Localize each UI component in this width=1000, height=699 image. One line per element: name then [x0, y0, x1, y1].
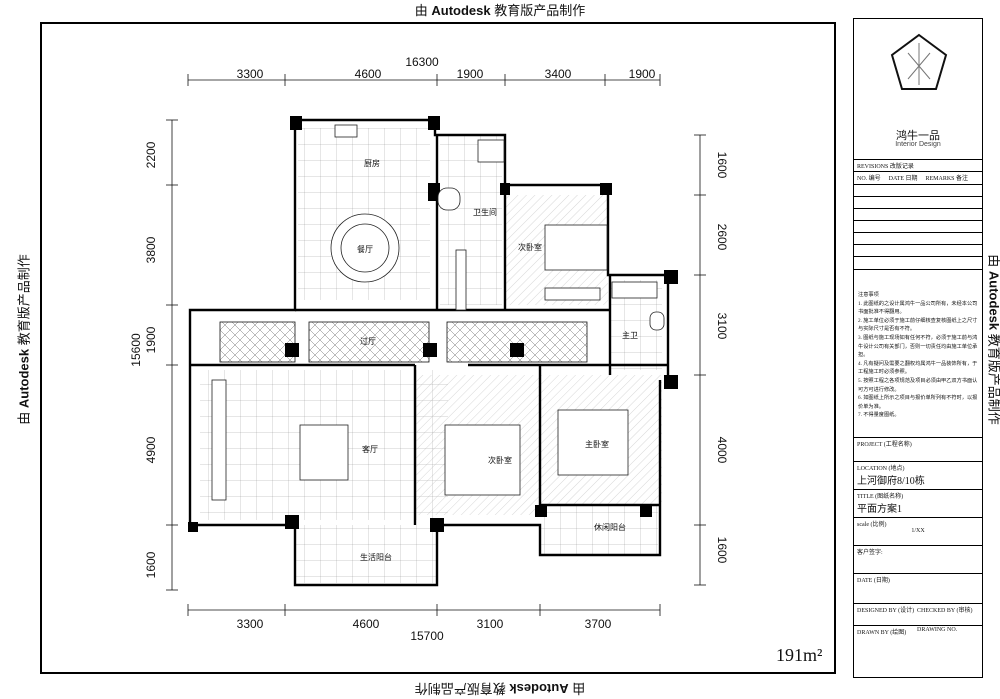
watermark-right: 由 Autodesk 教育版产品制作 — [986, 254, 1000, 425]
dim-left-3: 1900 — [144, 326, 158, 353]
rev-col-no: NO. 编号 — [857, 176, 881, 182]
title-label: TITLE (图纸名称) — [857, 494, 904, 500]
label-bath2: 主卫 — [622, 330, 638, 340]
dim-left-5: 1600 — [144, 551, 158, 578]
dim-top-1: 3300 — [237, 67, 264, 81]
label-kitchen: 厨房 — [364, 158, 380, 168]
location-row: LOCATION (地点) 上河御府8/10栋 — [854, 461, 982, 489]
rev-col-remarks: REMARKS 备注 — [925, 176, 969, 182]
pentagon-logo-icon — [890, 33, 948, 90]
sign-row-1: DESIGNED BY (设计) CHECKED BY (审核) — [854, 603, 982, 625]
drawn-by-label: DRAWN BY (绘图) — [857, 630, 907, 636]
note-5: 5. 按照工程之各项规范及项目必须由甲乙双方书面认可方可进行修改。 — [858, 377, 978, 393]
area-total: 191m² — [776, 645, 823, 665]
client-signature: 客户签字: — [854, 545, 982, 573]
revisions-header: REVISIONS 改版记录 — [854, 159, 982, 171]
checked-by-label: CHECKED BY (审核) — [917, 608, 973, 614]
label-hall: 过厅 — [360, 336, 376, 346]
note-2: 2. 施工单位必须于施工前仔细核查复核图纸上之尺寸与实际尺寸是否有不符。 — [858, 317, 978, 333]
rev-col-date: DATE 日期 — [888, 176, 918, 182]
label-balcony2: 休闲阳台 — [594, 522, 626, 532]
floor-plan: 16300 3300 4600 1900 3400 1900 3300 4600… — [130, 55, 730, 643]
label-bath1: 卫生间 — [473, 207, 497, 217]
note-7: 7. 不得量度图纸。 — [858, 412, 900, 419]
note-6: 6. 如图纸上所示之项目与报价单所列有不符时，以报价单为准。 — [858, 395, 978, 410]
watermark-bottom: 由 Autodesk 教育版产品制作 — [414, 681, 586, 696]
label-master: 主卧室 — [585, 439, 609, 449]
dim-bottom-1: 3300 — [237, 617, 264, 631]
dim-left-1: 2200 — [144, 141, 158, 168]
dim-right-2: 2600 — [715, 224, 729, 251]
dim-bottom-3: 3100 — [477, 617, 504, 631]
location-value: 上河御府8/10栋 — [857, 476, 925, 487]
dim-bottom-2: 4600 — [353, 617, 380, 631]
location-label: LOCATION (地点) — [857, 466, 905, 472]
label-bedroom3: 次卧室 — [488, 455, 512, 465]
scale-value: 1/XX — [911, 528, 925, 534]
dim-left-total: 15600 — [130, 333, 143, 367]
watermark-left: 由 Autodesk 教育版产品制作 — [16, 254, 32, 425]
label-balcony1: 生活阳台 — [360, 552, 392, 562]
project-label: PROJECT (工程名称) — [854, 437, 982, 461]
title-value: 平面方案1 — [857, 504, 902, 515]
dim-top-3: 1900 — [457, 67, 484, 81]
notes-title: 注意事项 — [858, 292, 879, 298]
dim-right-4: 4000 — [715, 437, 729, 464]
dim-top-2: 4600 — [355, 67, 382, 81]
date-label: DATE (日期) — [854, 573, 982, 603]
label-living: 客厅 — [362, 444, 378, 454]
dim-top-total: 16300 — [405, 55, 439, 69]
notes-block: 注意事项 1. 此图纸的之设计属鸿牛一品公司所有，未经本公司书面批准不得翻用。 … — [858, 291, 980, 420]
dim-bottom-4: 3700 — [585, 617, 612, 631]
note-4: 4. 凡有疑问及需要之翻权均属鸿牛一品装饰所有，于工程施工时必须参照。 — [858, 360, 978, 376]
label-dining: 餐厅 — [357, 245, 373, 254]
title-row: TITLE (图纸名称) 平面方案1 — [854, 489, 982, 517]
scale-label: scale (比例) — [857, 522, 887, 528]
dim-bottom-total: 15700 — [410, 629, 444, 643]
label-bedroom2: 次卧室 — [518, 242, 542, 252]
sign-row-2: DRAWN BY (绘图) DRAWING NO. — [854, 625, 982, 649]
dim-right-total: 14100 — [728, 323, 730, 357]
note-3: 3. 图纸与施工现场如有任何不符，必须于施工前与鸿牛设计公司有关部门，否则一切责… — [858, 334, 978, 359]
scale-row: scale (比例) 1/XX — [854, 517, 982, 545]
dim-top-4: 3400 — [545, 67, 572, 81]
revisions-columns: NO. 编号 DATE 日期 REMARKS 备注 — [854, 171, 982, 183]
dim-left-4: 4900 — [144, 436, 158, 463]
dim-right-3: 3100 — [715, 313, 729, 340]
company-name: 鸿牛一品 — [896, 130, 940, 142]
dim-right-5: 1600 — [715, 537, 729, 564]
drawing-no-label: DRAWING NO. — [917, 627, 958, 633]
company-name-en: Interior Design — [895, 141, 941, 148]
drawing-frame — [40, 22, 836, 674]
dim-right-1: 1600 — [715, 152, 729, 179]
dim-top-5: 1900 — [629, 67, 656, 81]
designed-by-label: DESIGNED BY (设计) — [857, 608, 915, 614]
title-block: 鸿牛一品 Interior Design REVISIONS 改版记录 NO. … — [853, 18, 983, 678]
watermark-top: 由 Autodesk 教育版产品制作 — [414, 3, 586, 18]
dim-left-2: 3800 — [144, 236, 158, 263]
note-1: 1. 此图纸的之设计属鸿牛一品公司所有，未经本公司书面批准不得翻用。 — [858, 300, 978, 316]
